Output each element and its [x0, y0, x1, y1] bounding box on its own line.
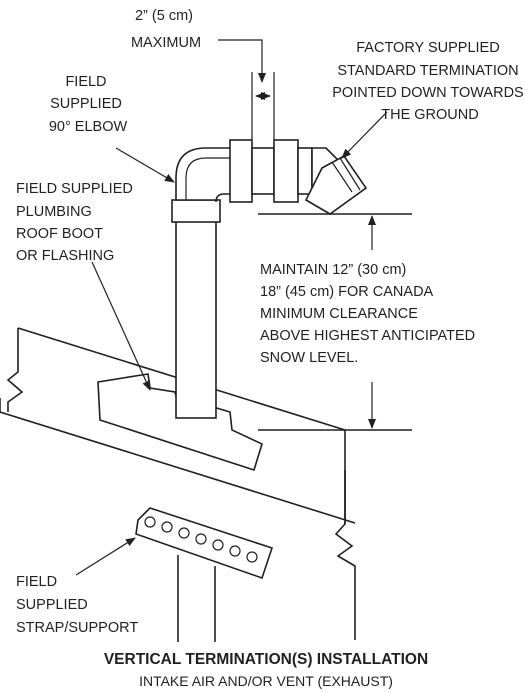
- max-spacing-label: 2” (5 cm) MAXIMUM: [131, 8, 201, 51]
- caption-title: VERTICAL TERMINATION(S) INSTALLATION: [104, 651, 428, 668]
- leader-lines: [75, 111, 388, 576]
- strap-support: [135, 507, 274, 580]
- vertical-pipe: [171, 199, 221, 419]
- factory-termination-label: FACTORY SUPPLIED STANDARD TERMINATION PO…: [332, 40, 528, 123]
- max-spacing-dimension: [218, 39, 275, 140]
- clearance-label: MAINTAIN 12” (30 cm) 18” (45 cm) FOR CAN…: [260, 262, 479, 366]
- field-elbow-label: FIELD SUPPLIED 90° ELBOW: [49, 74, 128, 135]
- horizontal-pipe: [229, 139, 313, 203]
- clearance-dimension: [258, 213, 412, 431]
- field-90-elbow: [175, 147, 233, 203]
- caption-subtitle: INTAKE AIR AND/OR VENT (EXHAUST): [139, 673, 393, 689]
- strap-support-label: FIELD SUPPLIED STRAP/SUPPORT: [16, 574, 138, 636]
- factory-termination: [304, 147, 368, 215]
- roof-boot-label: FIELD SUPPLIED PLUMBING ROOF BOOT OR FLA…: [16, 181, 137, 264]
